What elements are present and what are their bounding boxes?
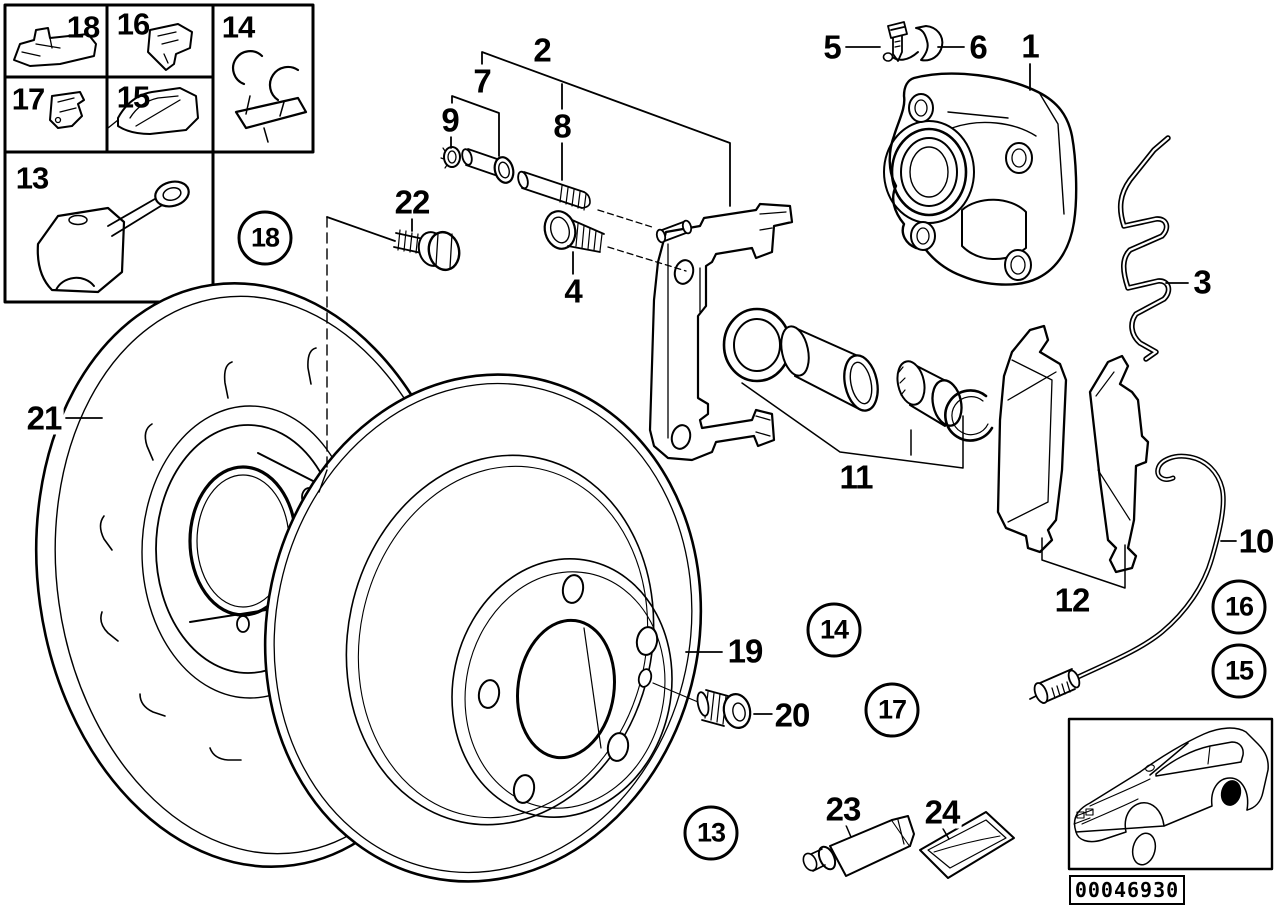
piston-repair-kit-drawing bbox=[722, 307, 994, 442]
inset-label-13[interactable]: 13 bbox=[15, 160, 49, 196]
callout-3[interactable]: 3 bbox=[1191, 263, 1213, 301]
callout-circled-18[interactable]: 18 bbox=[237, 210, 293, 266]
callout-1[interactable]: 1 bbox=[1019, 27, 1041, 65]
brake-disc-drawing bbox=[263, 373, 703, 883]
retaining-spring-drawing bbox=[1117, 135, 1172, 362]
callout-9[interactable]: 9 bbox=[439, 101, 461, 139]
callout-21[interactable]: 21 bbox=[24, 399, 64, 437]
brake-caliper-drawing bbox=[883, 72, 1078, 286]
inset-part-13-thumbnail bbox=[36, 180, 190, 294]
callout-4[interactable]: 4 bbox=[562, 272, 584, 310]
leader-lines bbox=[65, 46, 1240, 840]
callout-19[interactable]: 19 bbox=[725, 632, 765, 670]
callout-8[interactable]: 8 bbox=[551, 107, 573, 145]
callout-circled-15[interactable]: 15 bbox=[1211, 643, 1267, 699]
wear-sensor-drawing bbox=[1029, 453, 1226, 704]
inset-label-16[interactable]: 16 bbox=[116, 6, 150, 42]
callout-circled-16[interactable]: 16 bbox=[1211, 579, 1267, 635]
inset-part-18-thumbnail bbox=[13, 27, 97, 67]
guide-bolt-kit-drawing bbox=[393, 146, 687, 272]
callout-7[interactable]: 7 bbox=[471, 62, 493, 100]
bleeder-screw-drawing bbox=[887, 21, 908, 62]
car-thumbnail bbox=[1067, 717, 1274, 871]
callout-22[interactable]: 22 bbox=[392, 183, 432, 221]
callout-2[interactable]: 2 bbox=[531, 31, 553, 69]
inset-part-15-thumbnail bbox=[107, 87, 199, 135]
callout-6[interactable]: 6 bbox=[967, 28, 989, 66]
callout-11[interactable]: 11 bbox=[837, 458, 875, 496]
inset-label-15[interactable]: 15 bbox=[116, 79, 150, 115]
inset-label-17[interactable]: 17 bbox=[11, 81, 45, 117]
inset-part-16-thumbnail bbox=[147, 23, 193, 71]
caliper-carrier-drawing bbox=[648, 202, 794, 462]
set-screw-drawing bbox=[696, 689, 752, 729]
inset-label-14[interactable]: 14 bbox=[221, 9, 255, 45]
image-number-plate: 00046930 bbox=[1069, 875, 1185, 905]
callout-10[interactable]: 10 bbox=[1236, 522, 1276, 560]
inset-label-18[interactable]: 18 bbox=[66, 9, 100, 45]
inset-part-14-thumbnail bbox=[231, 50, 308, 143]
callout-20[interactable]: 20 bbox=[772, 696, 812, 734]
shield-bolt-drawing bbox=[393, 229, 461, 272]
inset-part-17-thumbnail bbox=[49, 91, 85, 129]
sachet-drawing bbox=[919, 811, 1015, 879]
bleeder-cap-drawing bbox=[882, 25, 944, 62]
callout-circled-17[interactable]: 17 bbox=[864, 682, 920, 738]
callout-5[interactable]: 5 bbox=[821, 28, 843, 66]
paste-tube-drawing bbox=[802, 815, 915, 877]
callout-12[interactable]: 12 bbox=[1052, 581, 1092, 619]
brake-pads-drawing bbox=[996, 324, 1150, 574]
callout-23[interactable]: 23 bbox=[823, 790, 863, 828]
callout-circled-13[interactable]: 13 bbox=[683, 805, 739, 861]
callout-circled-14[interactable]: 14 bbox=[806, 602, 862, 658]
callout-24[interactable]: 24 bbox=[922, 793, 962, 831]
